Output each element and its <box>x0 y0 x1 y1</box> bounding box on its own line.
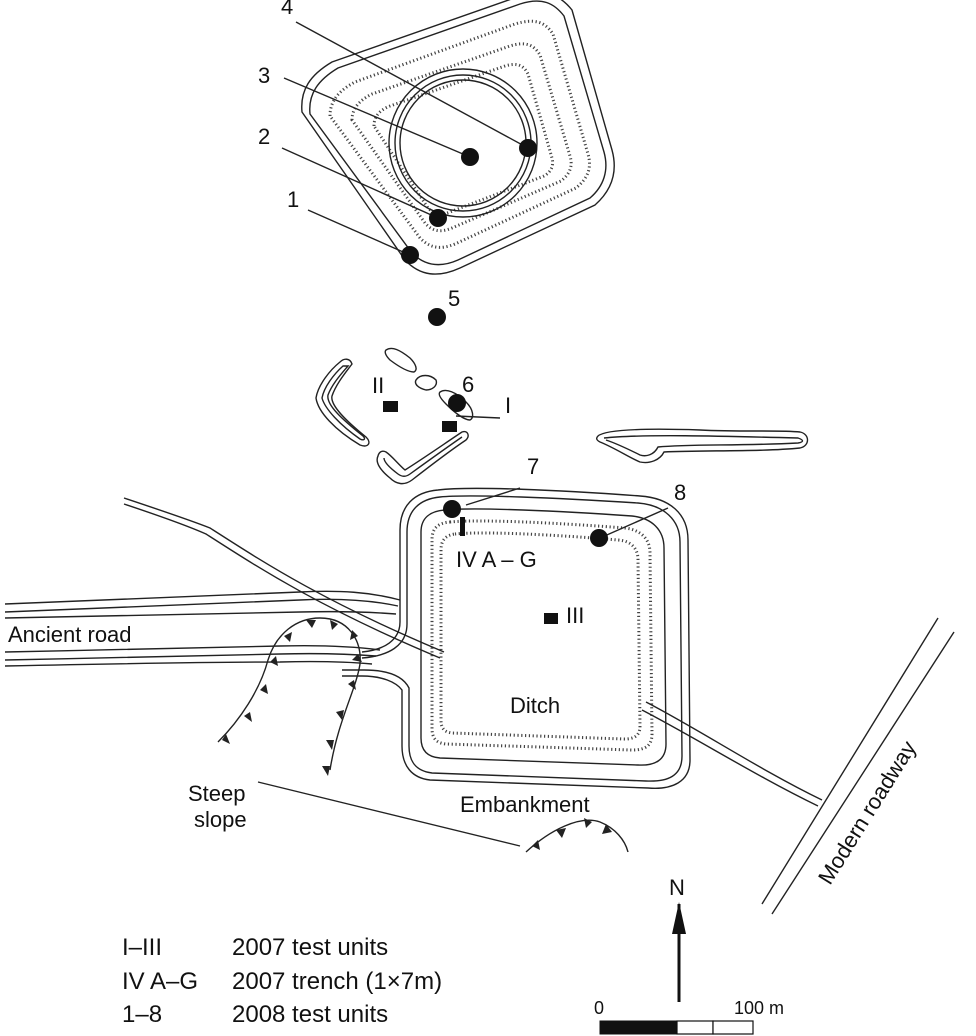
label-unit-I: I <box>505 393 511 418</box>
label-point-2: 2 <box>258 124 270 149</box>
legend-desc-2: 2007 trench (1×7m) <box>232 968 442 995</box>
unit-II <box>383 401 398 412</box>
scale-end-label: 100 m <box>734 998 784 1018</box>
label-trench: IV A – G <box>456 547 537 572</box>
steep-slope-hachures <box>217 617 629 853</box>
label-steep-slope-line2: slope <box>194 807 247 832</box>
test-point-4 <box>519 139 537 157</box>
test-point-2 <box>429 209 447 227</box>
test-point-3 <box>461 148 479 166</box>
modern-roadway <box>761 617 955 915</box>
label-point-3: 3 <box>258 63 270 88</box>
legend: I–III 2007 test units IV A–G 2007 trench… <box>122 934 442 1028</box>
label-point-8: 8 <box>674 480 686 505</box>
enclosure-fragments <box>315 347 809 485</box>
label-point-4: 4 <box>281 0 293 19</box>
feature-labels: Ancient road Steep slope Embankment Ditc… <box>8 622 921 889</box>
north-mound <box>301 0 615 275</box>
label-point-1: 1 <box>287 187 299 212</box>
test-point-7 <box>443 500 461 518</box>
test-point-8 <box>590 529 608 547</box>
test-point-6 <box>448 394 466 412</box>
north-arrow: N <box>669 875 686 1002</box>
label-unit-II: II <box>372 373 384 398</box>
test-units <box>383 401 558 624</box>
test-point-1 <box>401 246 419 264</box>
scale-start-label: 0 <box>594 998 604 1018</box>
legend-key-1: I–III <box>122 934 162 961</box>
trench-IV <box>460 517 465 536</box>
label-steep-slope-line1: Steep <box>188 781 246 806</box>
label-embankment: Embankment <box>460 792 590 817</box>
legend-key-3: 1–8 <box>122 1001 162 1028</box>
ancient-road <box>4 497 823 807</box>
label-ancient-road: Ancient road <box>8 622 132 647</box>
label-point-6: 6 <box>462 372 474 397</box>
label-ditch: Ditch <box>510 693 560 718</box>
label-point-7: 7 <box>527 454 539 479</box>
label-modern-roadway: Modern roadway <box>813 736 921 888</box>
unit-I <box>442 421 457 432</box>
legend-desc-1: 2007 test units <box>232 934 388 961</box>
test-points <box>401 139 608 547</box>
point-labels: 4 3 2 1 5 6 7 8 II I III IV A – G <box>258 0 686 628</box>
unit-III <box>544 613 558 624</box>
legend-desc-3: 2008 test units <box>232 1001 388 1028</box>
label-point-5: 5 <box>448 286 460 311</box>
scale-bar: 0 100 m <box>594 998 784 1035</box>
leader-lines <box>257 21 669 847</box>
label-unit-III: III <box>566 603 584 628</box>
test-point-5 <box>428 308 446 326</box>
legend-key-2: IV A–G <box>122 968 198 995</box>
south-enclosure <box>342 487 691 789</box>
north-label: N <box>669 875 685 900</box>
